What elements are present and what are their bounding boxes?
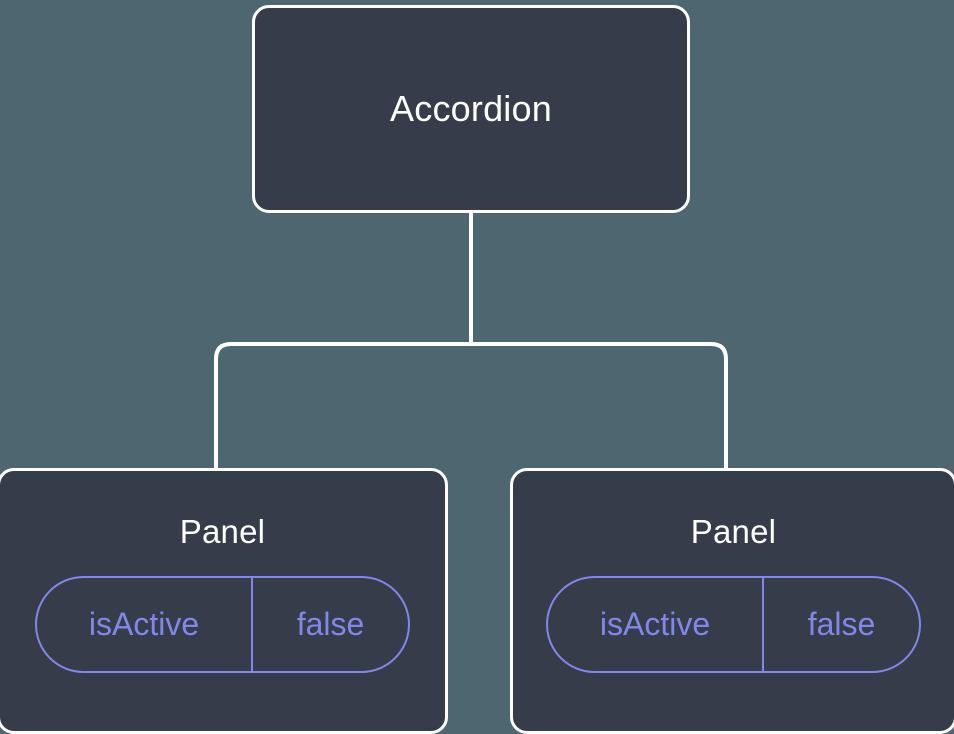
- node-panel-left[interactable]: Panel isActive false: [0, 468, 448, 734]
- node-panel-left-title: Panel: [179, 513, 266, 550]
- panel-left-prop-key: isActive: [37, 578, 253, 671]
- node-accordion[interactable]: Accordion: [252, 5, 690, 213]
- node-accordion-title: Accordion: [390, 88, 552, 129]
- panel-right-prop-key: isActive: [548, 578, 764, 671]
- panel-left-prop-badge[interactable]: isActive false: [35, 576, 410, 673]
- panel-right-prop-value: false: [807, 605, 876, 642]
- node-panel-right[interactable]: Panel isActive false: [510, 468, 954, 734]
- node-panel-right-title: Panel: [690, 513, 777, 550]
- panel-left-prop-value: false: [296, 605, 365, 642]
- panel-right-prop-badge[interactable]: isActive false: [546, 576, 921, 673]
